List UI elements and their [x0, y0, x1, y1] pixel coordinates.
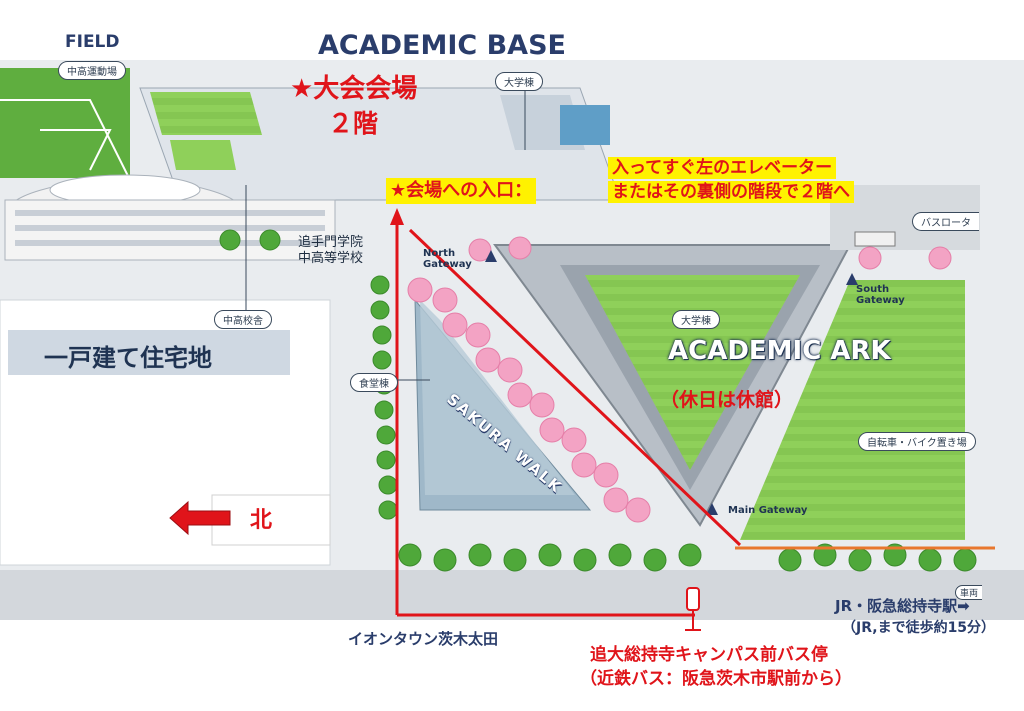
- entrance-instruction-line1: 入ってすぐ左のエレベーター: [608, 157, 837, 179]
- university-building-tag-ark: 大学棟: [672, 310, 720, 329]
- walking-route: [395, 217, 742, 617]
- university-building-tag-top: 大学棟: [495, 72, 543, 91]
- venue-floor: ２階: [328, 109, 379, 138]
- middle-high-building-tag: 中高校舎: [214, 310, 272, 329]
- residential-label: 一戸建て住宅地: [44, 344, 212, 372]
- road: [0, 570, 1024, 620]
- north-gateway-label: North Gateway: [423, 248, 472, 270]
- main-gateway-marker: [706, 503, 718, 515]
- route-arrow-head: [390, 208, 404, 225]
- academic-base-label: ACADEMIC BASE: [318, 30, 566, 61]
- green-trees: [219, 229, 977, 572]
- school-name-line2: 中高等学校: [298, 251, 364, 266]
- academic-ark-building: [493, 244, 852, 527]
- sakura-trees: [407, 236, 952, 523]
- academic-ark-label: ACADEMIC ARK: [668, 336, 891, 366]
- north-box: [211, 494, 331, 546]
- north-arrow-icon: [169, 500, 231, 536]
- south-gateway-marker: [846, 273, 858, 285]
- jr-walk-time: （JR,まで徒歩約15分）: [842, 620, 996, 636]
- bus-rotary-tag: バスロータ: [912, 212, 979, 231]
- south-gateway-label: South Gateway: [856, 284, 905, 306]
- bus-stop-line2: （近鉄バス：阪急茨木市駅前から）: [580, 669, 852, 689]
- bus-stop-icon: [685, 587, 701, 631]
- aeon-town-label: イオンタウン茨木太田: [348, 630, 499, 648]
- bus-stop-line1: 追大総持寺キャンパス前バス停: [590, 645, 828, 665]
- field-label: FIELD: [65, 32, 120, 52]
- bicycle-parking-tag: 自転車・バイク置き場: [858, 432, 976, 451]
- jr-station-label: JR・阪急総持寺駅➡: [835, 597, 970, 615]
- entrance-label: ★会場への入口：: [386, 178, 537, 204]
- residential-label-box: [8, 330, 290, 375]
- north-gateway-marker: [485, 250, 497, 262]
- school-name-line1: 追手門学院: [298, 235, 364, 250]
- lawn: [740, 280, 965, 540]
- academic-base-building: [139, 87, 621, 201]
- sports-field: [0, 68, 131, 181]
- north-label: 北: [250, 508, 273, 533]
- entrance-instruction-line2: またはその裏側の階段で２階へ: [608, 181, 854, 203]
- car-tag: 車両: [955, 585, 983, 600]
- sports-field-tag: 中高運動場: [58, 61, 126, 80]
- middle-high-school-building: [4, 174, 336, 261]
- main-gateway-label: Main Gateway: [728, 505, 808, 516]
- cafeteria-tag: 食堂棟: [350, 373, 398, 392]
- ark-closed-note: （休日は休館）: [660, 389, 794, 411]
- school-name: 追手門学院 中高等学校: [298, 235, 363, 267]
- venue-title: ★大会会場: [290, 74, 418, 104]
